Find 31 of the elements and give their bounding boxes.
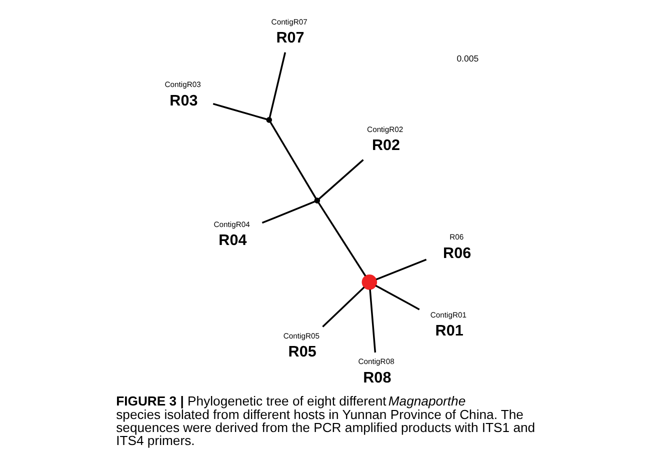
node-text: R06 [449,232,464,242]
node-label: R08 [362,369,391,386]
node-label: R03 [169,92,198,110]
node-point [314,198,320,204]
node-text: ContigR02 [366,124,403,134]
label: 0.005 [456,54,478,64]
node-text: ContigR07 [270,17,307,26]
node-label: R06 [442,244,471,262]
connector [374,284,420,310]
node-text: ContigR05 [282,331,319,340]
node-point [266,117,272,123]
node-text: ContigR08 [358,357,394,366]
connector [375,258,426,280]
node-label: R04 [218,232,246,250]
node-label: R05 [288,344,316,361]
node-text: ContigR01 [430,310,466,320]
connector [212,102,266,120]
caption: FIGURE 3 | Phylogenetic tree of eight different Magnaporthe species isolated from different hosts in Yunnan Province of China. The sequences were derived from the PCR amplified products with ITS1 and ITS4 primers. [116,394,535,448]
connector [318,159,364,200]
connector [269,122,316,199]
node-label: R01 [434,322,463,340]
connector [317,202,366,276]
connector [261,200,315,224]
node-label: R02 [371,137,400,154]
node-text: ContigR04 [213,220,250,229]
node-circle [361,274,377,290]
node-label: R07 [276,30,304,47]
connector [322,286,364,328]
connector [368,289,376,353]
node-text: ContigR03 [164,80,200,90]
connector [268,52,286,118]
